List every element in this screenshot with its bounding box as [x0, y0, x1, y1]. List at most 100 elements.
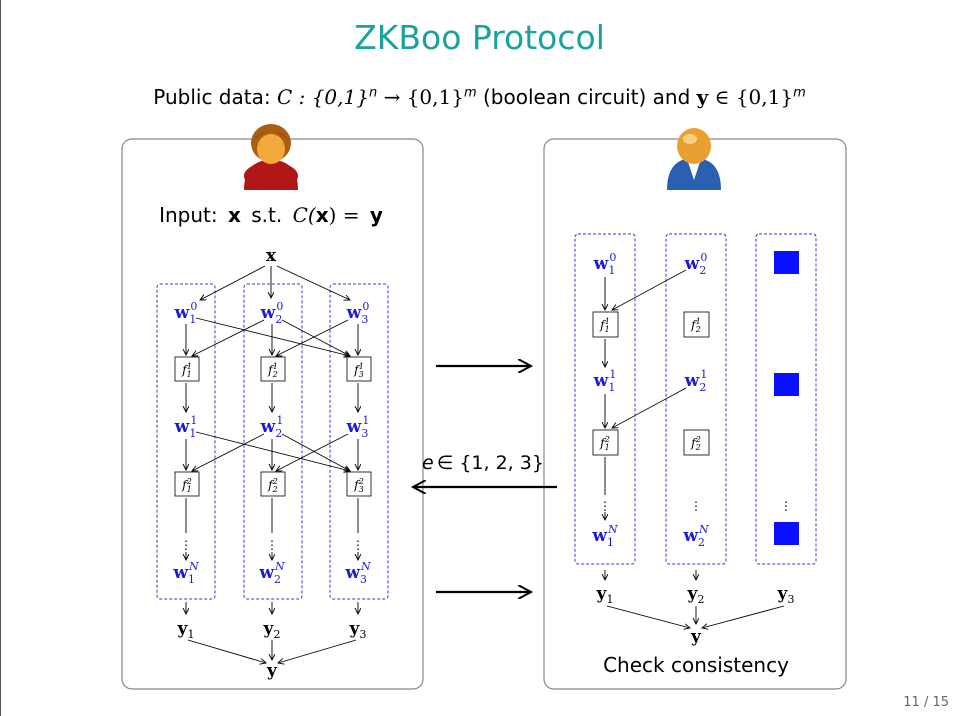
- svg-text:f22: f22: [690, 435, 701, 452]
- svg-text:y3: y3: [349, 619, 367, 641]
- verifier-y3: y: [777, 584, 789, 604]
- prover-col1-dots: ⋮: [180, 538, 192, 552]
- prover-col3-dots: ⋮: [352, 538, 364, 552]
- public-y-exp-m: m: [793, 85, 806, 101]
- circuit-desc: (boolean circuit) and: [482, 85, 691, 109]
- verifier-column-3-box: [755, 233, 817, 565]
- svg-text:w20: w20: [684, 251, 708, 277]
- verifier-column-1: w10 f11 w11 f12 ⋮ w1N y1: [591, 251, 619, 606]
- prover-col2-dots: ⋮: [266, 538, 278, 552]
- svg-text:f11: f11: [181, 362, 192, 379]
- hidden-share-block-1: [774, 373, 799, 396]
- svg-text:w10: w10: [593, 251, 617, 277]
- prover-w1-1: w: [174, 417, 190, 437]
- verifier-column-3: ⋮ y3: [774, 251, 799, 606]
- prover-f1-1: f: [181, 363, 189, 377]
- prover-f1-2: f: [181, 478, 189, 492]
- prover-w1-N: w: [172, 563, 188, 583]
- public-y: y: [696, 85, 709, 109]
- prover-column-2-box: [243, 283, 303, 600]
- input-st: s.t.: [251, 203, 282, 227]
- svg-text:w11: w11: [593, 368, 617, 394]
- svg-text:w21: w21: [260, 414, 284, 440]
- svg-text:w11: w11: [174, 414, 198, 440]
- verifier-w2-N: w: [682, 526, 698, 546]
- svg-text:w3N: w3N: [344, 560, 371, 586]
- prover-w3-1: w: [346, 417, 362, 437]
- prover-w1-0: w: [174, 303, 190, 323]
- check-consistency-label: Check consistency: [603, 653, 789, 677]
- prover-column-3-box: [329, 283, 389, 600]
- input-cond: C(: [293, 203, 317, 227]
- verifier-w2-1: w: [684, 371, 700, 391]
- circuit-arrow: → {0,1}: [383, 85, 464, 109]
- svg-text:y2: y2: [263, 619, 281, 641]
- verifier-output-y: y: [690, 627, 702, 647]
- svg-text:y1: y1: [177, 619, 195, 641]
- prover-w2-0: w: [260, 303, 276, 323]
- prover-input-line: Input: x s.t. C(x) = y: [159, 203, 383, 227]
- svg-text:w2N: w2N: [682, 523, 709, 549]
- verifier-y1: y: [596, 584, 608, 604]
- svg-text:f31: f31: [353, 362, 364, 379]
- public-data-label: Public data:: [153, 85, 271, 109]
- prover-y3: y: [349, 619, 361, 639]
- female-user-icon: [244, 124, 298, 190]
- prover-f3-1: f: [353, 363, 361, 377]
- public-y-domain: ∈ {0,1}: [714, 85, 794, 109]
- male-user-icon: [667, 128, 721, 190]
- svg-text:f21: f21: [690, 317, 701, 334]
- svg-text:y1: y1: [596, 584, 614, 606]
- prover-y1: y: [177, 619, 189, 639]
- verifier-w1-0: w: [593, 254, 609, 274]
- prover-f2-2: f: [267, 478, 275, 492]
- prover-w3-0: w: [346, 303, 362, 323]
- hidden-share-block-N: [774, 522, 799, 545]
- prover-output-y: y: [266, 661, 278, 681]
- page-number: 11 / 15: [903, 695, 949, 710]
- circuit-def: C : {0,1}: [276, 85, 369, 109]
- svg-text:w1N: w1N: [591, 523, 618, 549]
- verifier-column-2: w20 f21 w21 f22 ⋮ w2N y2: [682, 251, 710, 606]
- verifier-column-2-box: [665, 233, 727, 565]
- svg-text:f12: f12: [181, 477, 192, 494]
- svg-text:f32: f32: [353, 477, 364, 494]
- verifier-f1-2: f: [599, 436, 607, 450]
- svg-text:w30: w30: [346, 300, 370, 326]
- svg-text:f22: f22: [267, 477, 278, 494]
- prover-column-2: w20 f21 w21 f22 ⋮ w2N y2: [258, 300, 286, 641]
- verifier-w1-N: w: [591, 526, 607, 546]
- verifier-f1-1: f: [599, 318, 607, 332]
- verifier-w1-1: w: [593, 371, 609, 391]
- svg-text:w31: w31: [346, 414, 370, 440]
- verifier-f2-1: f: [690, 318, 698, 332]
- prover-y2: y: [263, 619, 275, 639]
- prover-column-1-box: [156, 283, 216, 600]
- prover-column-1: w10 f11 w11 f12 ⋮ w1N y1: [172, 300, 200, 641]
- hidden-share-block-0: [774, 251, 799, 274]
- slide-title: ZKBoo Protocol: [354, 18, 605, 57]
- prover-w2-1: w: [260, 417, 276, 437]
- verifier-col3-dots: ⋮: [780, 499, 792, 513]
- slide-left-border: [0, 0, 1, 716]
- verifier-col2-dots: ⋮: [690, 499, 702, 513]
- input-x: x: [228, 203, 241, 227]
- svg-text:w20: w20: [260, 300, 284, 326]
- prover-column-3: w30 f31 w31 f32 ⋮ w3N y3: [344, 300, 372, 641]
- input-prefix: Input:: [159, 203, 218, 227]
- svg-text:w21: w21: [684, 368, 708, 394]
- verifier-panel: [543, 138, 847, 690]
- prover-w2-N: w: [258, 563, 274, 583]
- circuit-exp-n: n: [368, 85, 378, 101]
- verifier-column-1-box: [574, 233, 636, 565]
- input-cond-x: x: [316, 203, 329, 227]
- verifier-y2: y: [687, 584, 699, 604]
- svg-text:w2N: w2N: [258, 560, 285, 586]
- verifier-f2-2: f: [690, 436, 698, 450]
- prover-root-x: x: [266, 246, 277, 266]
- svg-text:y3: y3: [777, 584, 795, 606]
- circuit-exp-m: m: [463, 85, 477, 101]
- prover-f2-1: f: [267, 363, 275, 377]
- svg-text:f21: f21: [267, 362, 278, 379]
